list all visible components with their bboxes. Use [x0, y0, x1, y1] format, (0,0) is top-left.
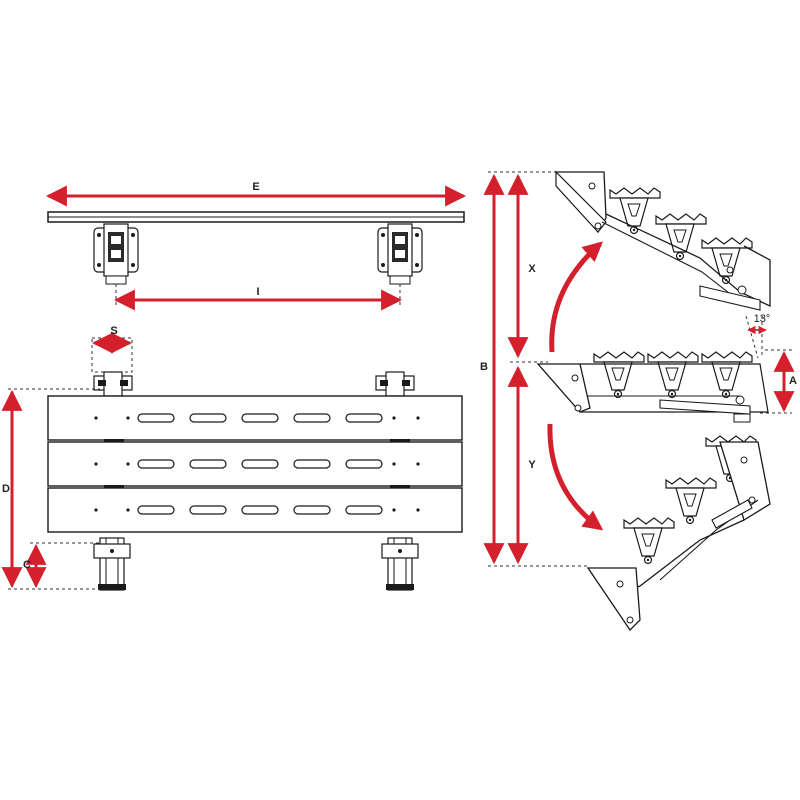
front-top-bracket-left [93, 371, 133, 397]
lower-arrow [547, 423, 604, 531]
dimension-a-label: A [789, 375, 797, 387]
dimension-i-label: I [256, 286, 259, 298]
top-bracket-right [377, 223, 423, 285]
tread-slot [189, 459, 227, 469]
dimension-y-label: Y [528, 459, 536, 471]
tread-slot [345, 505, 383, 515]
stair-raised [554, 170, 771, 311]
front-step [47, 395, 463, 443]
tread-slot [137, 413, 175, 423]
tread-slot [241, 459, 279, 469]
tread-slot [293, 459, 331, 469]
tread-slot [293, 505, 331, 515]
dimension-c-label: C [23, 559, 31, 571]
front-post-left [93, 537, 131, 591]
dimension-s-label: S [110, 325, 117, 337]
front-post-right [381, 537, 419, 591]
front-step [47, 487, 463, 533]
tread-slot [241, 505, 279, 515]
tread-slot [137, 459, 175, 469]
angle-label: 13° [754, 313, 771, 325]
dimension-b-label: B [480, 361, 488, 373]
dimension-e-label: E [252, 181, 259, 193]
front-view: S [1, 325, 463, 591]
tread-slot [345, 413, 383, 423]
front-steps [47, 395, 463, 533]
raise-arrow [549, 241, 603, 353]
side-view: B X Y A 13° [480, 170, 797, 632]
tread-slot [293, 413, 331, 423]
tread-slot [137, 505, 175, 515]
dimension-d-label: D [2, 483, 10, 495]
front-step [47, 441, 463, 489]
top-view: E I [45, 181, 467, 311]
tread-slot [189, 413, 227, 423]
stair-lowered [586, 435, 771, 632]
stair-level [536, 351, 769, 423]
tread-slot [241, 413, 279, 423]
top-bracket-left [93, 223, 139, 285]
front-top-bracket-right [375, 371, 415, 397]
tread-slot [345, 459, 383, 469]
dimension-x-label: X [528, 263, 536, 275]
tread-slot [189, 505, 227, 515]
